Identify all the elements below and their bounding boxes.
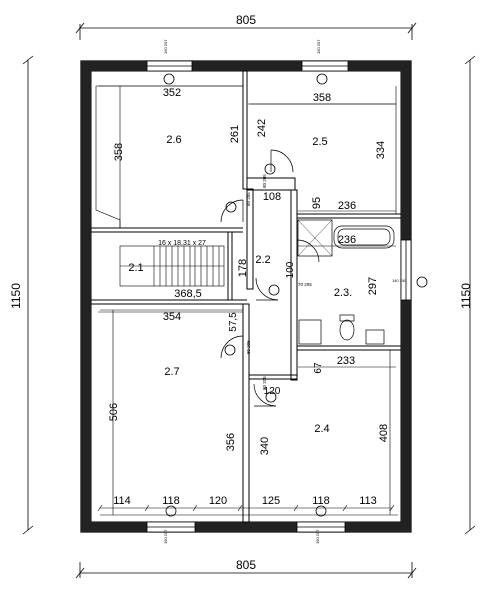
svg-text:80 205: 80 205: [246, 340, 251, 354]
dim-408: 408: [378, 424, 390, 442]
svg-text:150 207: 150 207: [163, 39, 168, 54]
room-2-5: 2.5: [312, 136, 327, 148]
room-2-7: 2.7: [164, 366, 179, 378]
bottom-dim-chain: [97, 504, 395, 512]
svg-text:150 207: 150 207: [315, 529, 320, 544]
dim-108: 108: [263, 191, 281, 203]
dimension-left: [22, 55, 34, 535]
dim-top-label: 805: [236, 13, 256, 27]
dim-right-label: 1150: [459, 283, 473, 309]
dim-b118a: 118: [162, 495, 180, 507]
room-labels: 2.1 2.2 2.3. 2.4 2.5 2.6 2.7: [128, 134, 352, 435]
svg-text:80 205: 80 205: [262, 174, 267, 188]
dimension-top: [75, 22, 417, 40]
dim-506: 506: [108, 403, 120, 421]
dim-242: 242: [256, 119, 268, 137]
dim-67: 67: [313, 362, 324, 374]
dim-b114: 114: [113, 495, 131, 507]
windows-top: [146, 60, 349, 72]
dimension-right: [464, 55, 476, 535]
door-tags: 80 205 80 205 70 205 80 205 80 205: [246, 174, 312, 390]
svg-text:80 205: 80 205: [262, 376, 267, 390]
dim-358-top: 358: [313, 92, 331, 104]
dim-352: 352: [163, 87, 181, 99]
room-2-2: 2.2: [255, 254, 270, 266]
window-tags: 150 207 150 207 150 207 150 207 140 150: [163, 39, 407, 544]
dim-b120: 120: [209, 495, 227, 507]
dim-368: 368,5: [174, 288, 202, 300]
dim-b125: 125: [262, 495, 280, 507]
svg-text:150 207: 150 207: [316, 39, 321, 54]
dim-95: 95: [311, 197, 323, 209]
dim-358-left: 358: [113, 143, 125, 161]
dim-236-b: 236: [338, 234, 356, 246]
dim-334: 334: [375, 141, 387, 159]
svg-text:80 205: 80 205: [246, 192, 251, 206]
room-2-4: 2.4: [314, 423, 329, 435]
dim-178: 178: [237, 259, 249, 277]
window-right: [400, 239, 412, 301]
dim-120-mid: 120: [264, 386, 281, 397]
dim-b113: 113: [359, 495, 377, 507]
dim-100: 100: [285, 261, 296, 278]
interior-dim-lines: [98, 85, 396, 368]
svg-text:140 150: 140 150: [392, 278, 407, 283]
interior-walls: [91, 70, 401, 523]
svg-text:150 207: 150 207: [163, 529, 168, 544]
bottom-dim-labels: 114 118 120 125 118 113: [113, 495, 377, 507]
bathroom-fixtures: [297, 219, 395, 345]
staircase: [119, 245, 225, 287]
dim-261: 261: [229, 125, 241, 143]
stair-label: 16 x 18,31 x 27: [158, 240, 206, 247]
dim-233: 233: [337, 355, 355, 367]
room-2-1: 2.1: [128, 262, 143, 274]
dim-236-a: 236: [338, 200, 356, 212]
dimension-bottom: [75, 562, 417, 579]
dim-340: 340: [259, 437, 271, 455]
dim-297: 297: [367, 277, 379, 295]
interior-dimensions: 352 358 358 261 242 334 108 95 236 236 1…: [108, 87, 390, 455]
dim-356: 356: [225, 433, 237, 451]
windows-bottom: [146, 521, 346, 533]
doors: [220, 149, 320, 407]
room-2-6: 2.6: [166, 134, 181, 146]
window-markers: [163, 73, 428, 517]
dim-354: 354: [163, 311, 181, 323]
svg-text:70 205: 70 205: [298, 282, 312, 287]
dim-bottom-label: 805: [236, 558, 256, 572]
dim-b118b: 118: [312, 495, 330, 507]
room-2-3: 2.3.: [334, 287, 352, 299]
dim-57-5: 57,5: [228, 312, 239, 332]
dim-left-label: 1150: [9, 283, 23, 309]
